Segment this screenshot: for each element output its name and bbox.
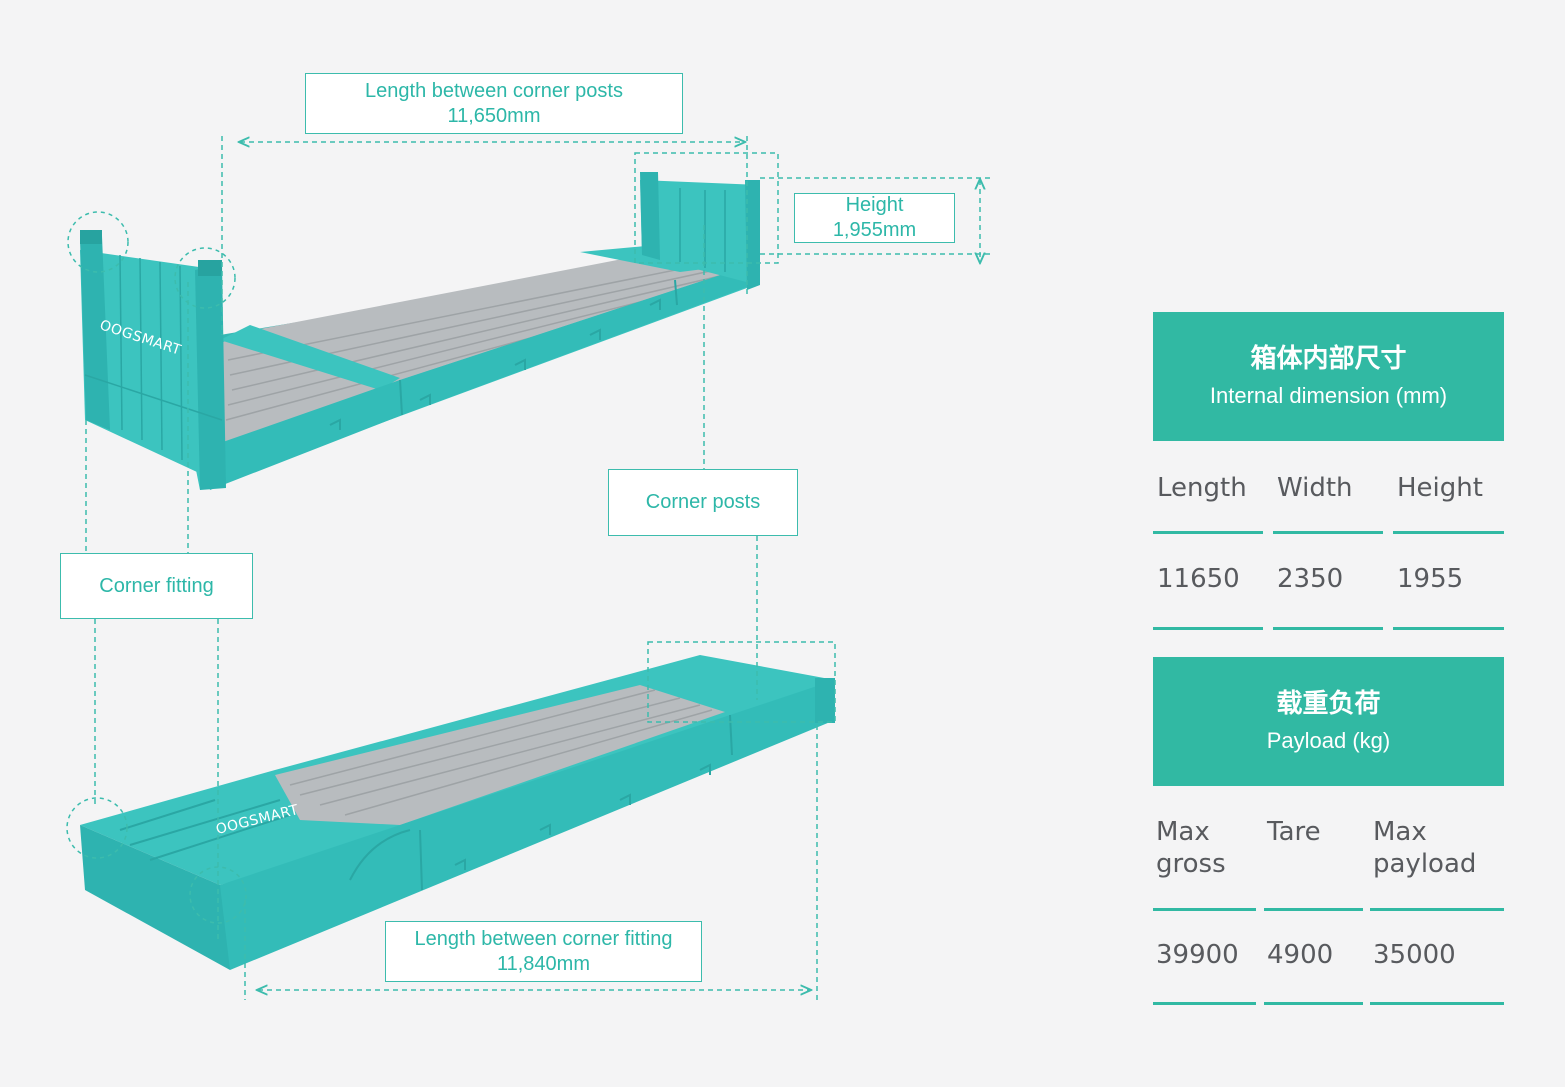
payload-header-max-payload-line2: payload bbox=[1373, 849, 1477, 879]
callout-height: Height 1,955mm bbox=[794, 193, 955, 243]
payload-title-zh: 载重负荷 bbox=[1276, 688, 1381, 719]
payload-rule-1c bbox=[1370, 908, 1504, 911]
payload-title-en: Payload (kg) bbox=[1266, 727, 1391, 753]
dim-value-height: 1955 bbox=[1397, 564, 1464, 594]
dim-rule-1c bbox=[1393, 531, 1504, 534]
dim-rule-1b bbox=[1273, 531, 1383, 534]
container-raised bbox=[80, 172, 760, 490]
callout-corner-fitting: Corner fitting bbox=[60, 553, 253, 619]
dim-value-length: 11650 bbox=[1157, 564, 1240, 594]
payload-header-max-gross-line2: gross bbox=[1156, 849, 1226, 879]
top-deck-plate-a bbox=[220, 325, 400, 390]
dim-rule-2b bbox=[1273, 627, 1383, 630]
callout-length-posts-value: 11,650mm bbox=[447, 104, 541, 127]
callout-height-label: Height bbox=[845, 194, 904, 216]
callout-corner-posts: Corner posts bbox=[608, 469, 798, 536]
payload-header-max-payload: Max payload bbox=[1373, 816, 1476, 880]
bottom-side bbox=[215, 680, 835, 970]
payload-rule-2a bbox=[1153, 1002, 1256, 1005]
payload-rule-2b bbox=[1264, 1002, 1363, 1005]
callout-length-corner-posts: Length between corner posts 11,650mm bbox=[305, 73, 683, 134]
callout-corner-posts-label: Corner posts bbox=[645, 491, 761, 513]
payload-value-tare: 4900 bbox=[1267, 940, 1334, 970]
dim-value-width: 2350 bbox=[1277, 564, 1344, 594]
payload-value-max-gross: 39900 bbox=[1156, 940, 1239, 970]
top-left-wall-post2 bbox=[195, 264, 226, 490]
callout-length-fitting-value: 11,840mm bbox=[496, 952, 590, 975]
bottom-end bbox=[80, 825, 230, 970]
dim-rule-2c bbox=[1393, 627, 1504, 630]
payload-rule-1a bbox=[1153, 908, 1256, 911]
payload-header-max-payload-line1: Max bbox=[1373, 817, 1427, 847]
payload-rule-2c bbox=[1370, 1002, 1504, 1005]
fitting-circles bbox=[66, 211, 247, 924]
bottom-right-fitting bbox=[815, 678, 835, 723]
callout-length-corner-fitting: Length between corner fitting 11,840mm bbox=[385, 921, 702, 982]
top-rail-details bbox=[329, 279, 678, 430]
top-right-wall-ribs bbox=[679, 188, 726, 272]
internal-dimension-title-zh: 箱体内部尺寸 bbox=[1250, 343, 1407, 374]
callout-height-value: 1,955mm bbox=[832, 219, 917, 241]
payload-header: 载重负荷 Payload (kg) bbox=[1153, 657, 1504, 786]
bottom-floor bbox=[275, 685, 725, 825]
top-floor bbox=[215, 246, 760, 445]
container-folded bbox=[80, 655, 835, 970]
payload-header-max-gross: Max gross bbox=[1156, 816, 1226, 880]
dim-header-height: Height bbox=[1397, 473, 1483, 503]
top-side-rail bbox=[200, 262, 760, 490]
internal-dimension-header: 箱体内部尺寸 Internal dimension (mm) bbox=[1153, 312, 1504, 441]
callout-corner-fitting-label: Corner fitting bbox=[99, 574, 214, 597]
payload-header-max-gross-line1: Max bbox=[1156, 817, 1210, 847]
fitting-highlight-box bbox=[647, 641, 836, 723]
flat-rack-diagram bbox=[66, 136, 990, 1000]
dim-rule-1a bbox=[1153, 531, 1263, 534]
payload-rule-1b bbox=[1264, 908, 1363, 911]
callout-length-posts-label: Length between corner posts bbox=[365, 79, 623, 102]
dim-header-length: Length bbox=[1157, 473, 1247, 503]
top-left-fitting-a bbox=[80, 230, 102, 244]
bottom-floor-planks bbox=[289, 689, 713, 816]
leader-lines bbox=[85, 136, 990, 1000]
payload-header-tare: Tare bbox=[1267, 816, 1321, 848]
top-right-wall-post bbox=[640, 172, 660, 260]
internal-dimension-title-en: Internal dimension (mm) bbox=[1209, 382, 1448, 408]
payload-header-tare-line1: Tare bbox=[1267, 817, 1321, 847]
bottom-rail-details bbox=[119, 714, 733, 891]
post-highlight-box bbox=[634, 152, 779, 264]
payload-value-max-payload: 35000 bbox=[1373, 940, 1456, 970]
top-left-fitting-b bbox=[198, 260, 222, 276]
dim-rule-2a bbox=[1153, 627, 1263, 630]
top-right-wall bbox=[640, 180, 760, 285]
top-left-wall-ribs bbox=[84, 254, 223, 461]
callout-length-fitting-label: Length between corner fitting bbox=[414, 927, 673, 950]
dim-header-width: Width bbox=[1277, 473, 1353, 503]
